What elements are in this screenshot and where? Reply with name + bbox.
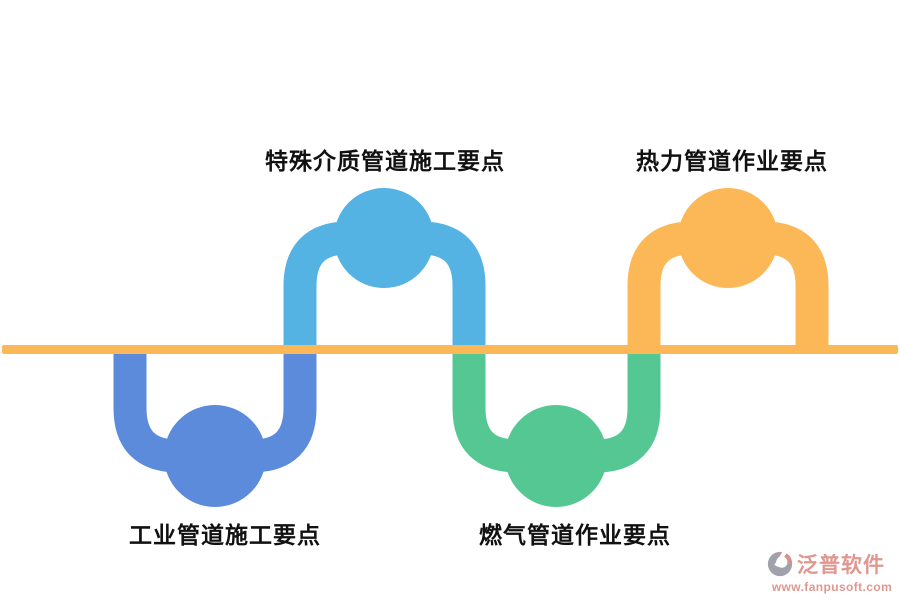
fanpu-logo-icon	[767, 550, 793, 577]
node-circle-gas	[505, 405, 607, 507]
node-circle-heating	[678, 188, 778, 288]
node-circle-industrial	[164, 405, 266, 507]
brand-name: 泛普软件	[797, 554, 885, 577]
baseline-rule	[2, 345, 898, 354]
node-label-heating: 热力管道作业要点	[636, 148, 828, 174]
brand-watermark: 泛普软件 www.fanpusoft.com	[766, 549, 898, 594]
node-circle-special-medium	[334, 188, 434, 288]
node-label-special-medium: 特殊介质管道施工要点	[265, 148, 505, 174]
brand-url: www.fanpusoft.com	[771, 580, 893, 594]
node-label-gas: 燃气管道作业要点	[479, 522, 671, 548]
node-label-industrial: 工业管道施工要点	[129, 522, 321, 548]
brand-row: 泛普软件	[766, 549, 885, 579]
